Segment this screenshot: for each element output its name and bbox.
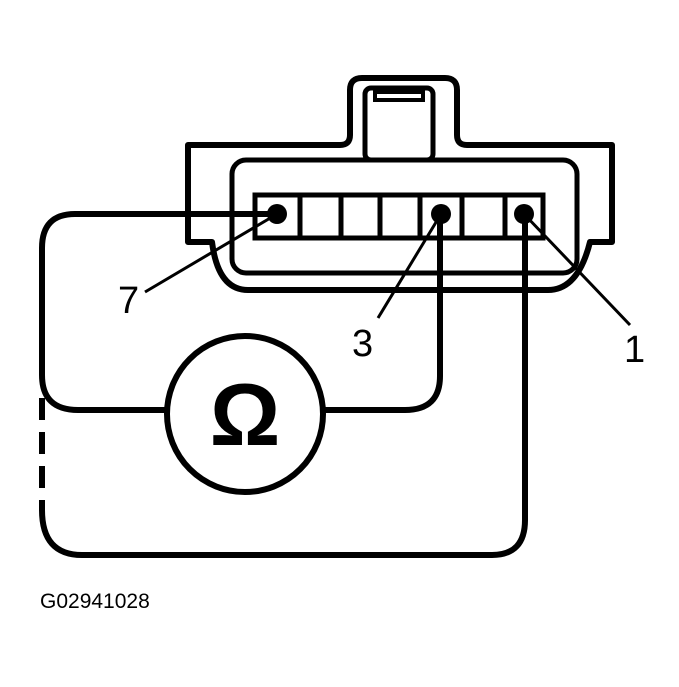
test-lead-pin-3	[323, 214, 443, 413]
connector-latch-slot	[373, 90, 425, 102]
ohmmeter: Ω	[164, 333, 326, 495]
leader-line-3	[376, 213, 443, 319]
pin-label-7: 7	[118, 280, 139, 322]
leader-line-7	[144, 212, 278, 294]
ohmmeter-symbol: Ω	[210, 365, 281, 464]
pin-cavities	[252, 192, 546, 241]
figure-id: G02941028	[40, 590, 150, 613]
alternate-lead-pin-1	[39, 214, 528, 558]
pin-label-1: 1	[624, 329, 645, 371]
ohmmeter-icon	[164, 333, 326, 495]
pin-label-3: 3	[352, 323, 373, 365]
leader-line-1	[522, 212, 632, 327]
test-lead-pin-7	[39, 211, 277, 413]
connector-housing-outer	[185, 75, 615, 293]
